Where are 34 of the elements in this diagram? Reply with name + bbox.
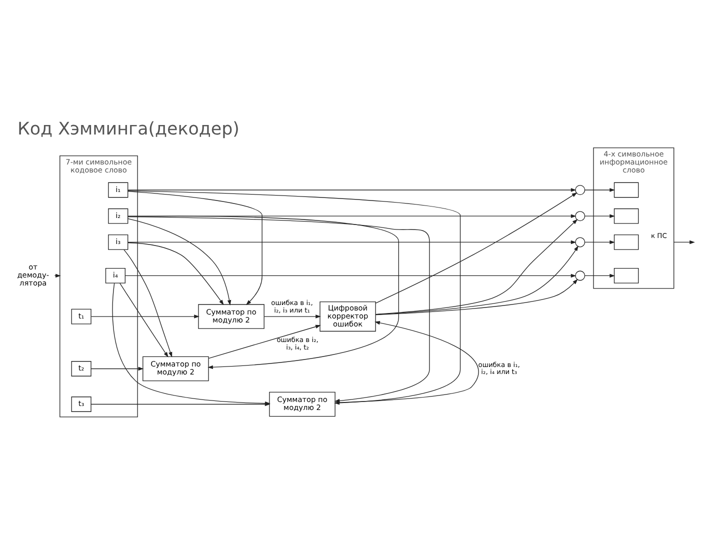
arrow: [128, 242, 224, 306]
node-box: [614, 268, 639, 284]
arrow: [124, 274, 576, 278]
arrow: [90, 314, 200, 318]
arrow: [128, 190, 262, 306]
node-circle: [575, 270, 586, 281]
arrow: [128, 214, 576, 218]
arrow: [90, 366, 144, 371]
arrow: [128, 218, 232, 306]
arrow: [375, 246, 578, 315]
arrow: [584, 214, 615, 218]
arrow: [375, 279, 578, 316]
arrow: [264, 314, 321, 318]
arrow: [128, 188, 576, 192]
arrow: [375, 219, 578, 315]
arrow: [128, 240, 576, 244]
diagram-title: Код Хэмминга(декодер): [18, 119, 240, 140]
arrow: [124, 249, 172, 358]
arrow: [584, 188, 615, 192]
arrow: [375, 192, 578, 304]
arrow: [120, 282, 168, 358]
node-box: [614, 182, 639, 198]
node-box: [614, 208, 639, 224]
arrow: [674, 240, 695, 244]
arrow: [128, 216, 399, 370]
arrow: [208, 324, 321, 359]
node-circle: [575, 237, 586, 248]
arrow: [584, 274, 615, 278]
arrow: [584, 240, 615, 244]
arrow: [334, 321, 479, 403]
arrow: [128, 216, 430, 403]
node-circle: [575, 184, 586, 196]
node-circle: [575, 211, 586, 222]
node-box: [614, 234, 639, 250]
